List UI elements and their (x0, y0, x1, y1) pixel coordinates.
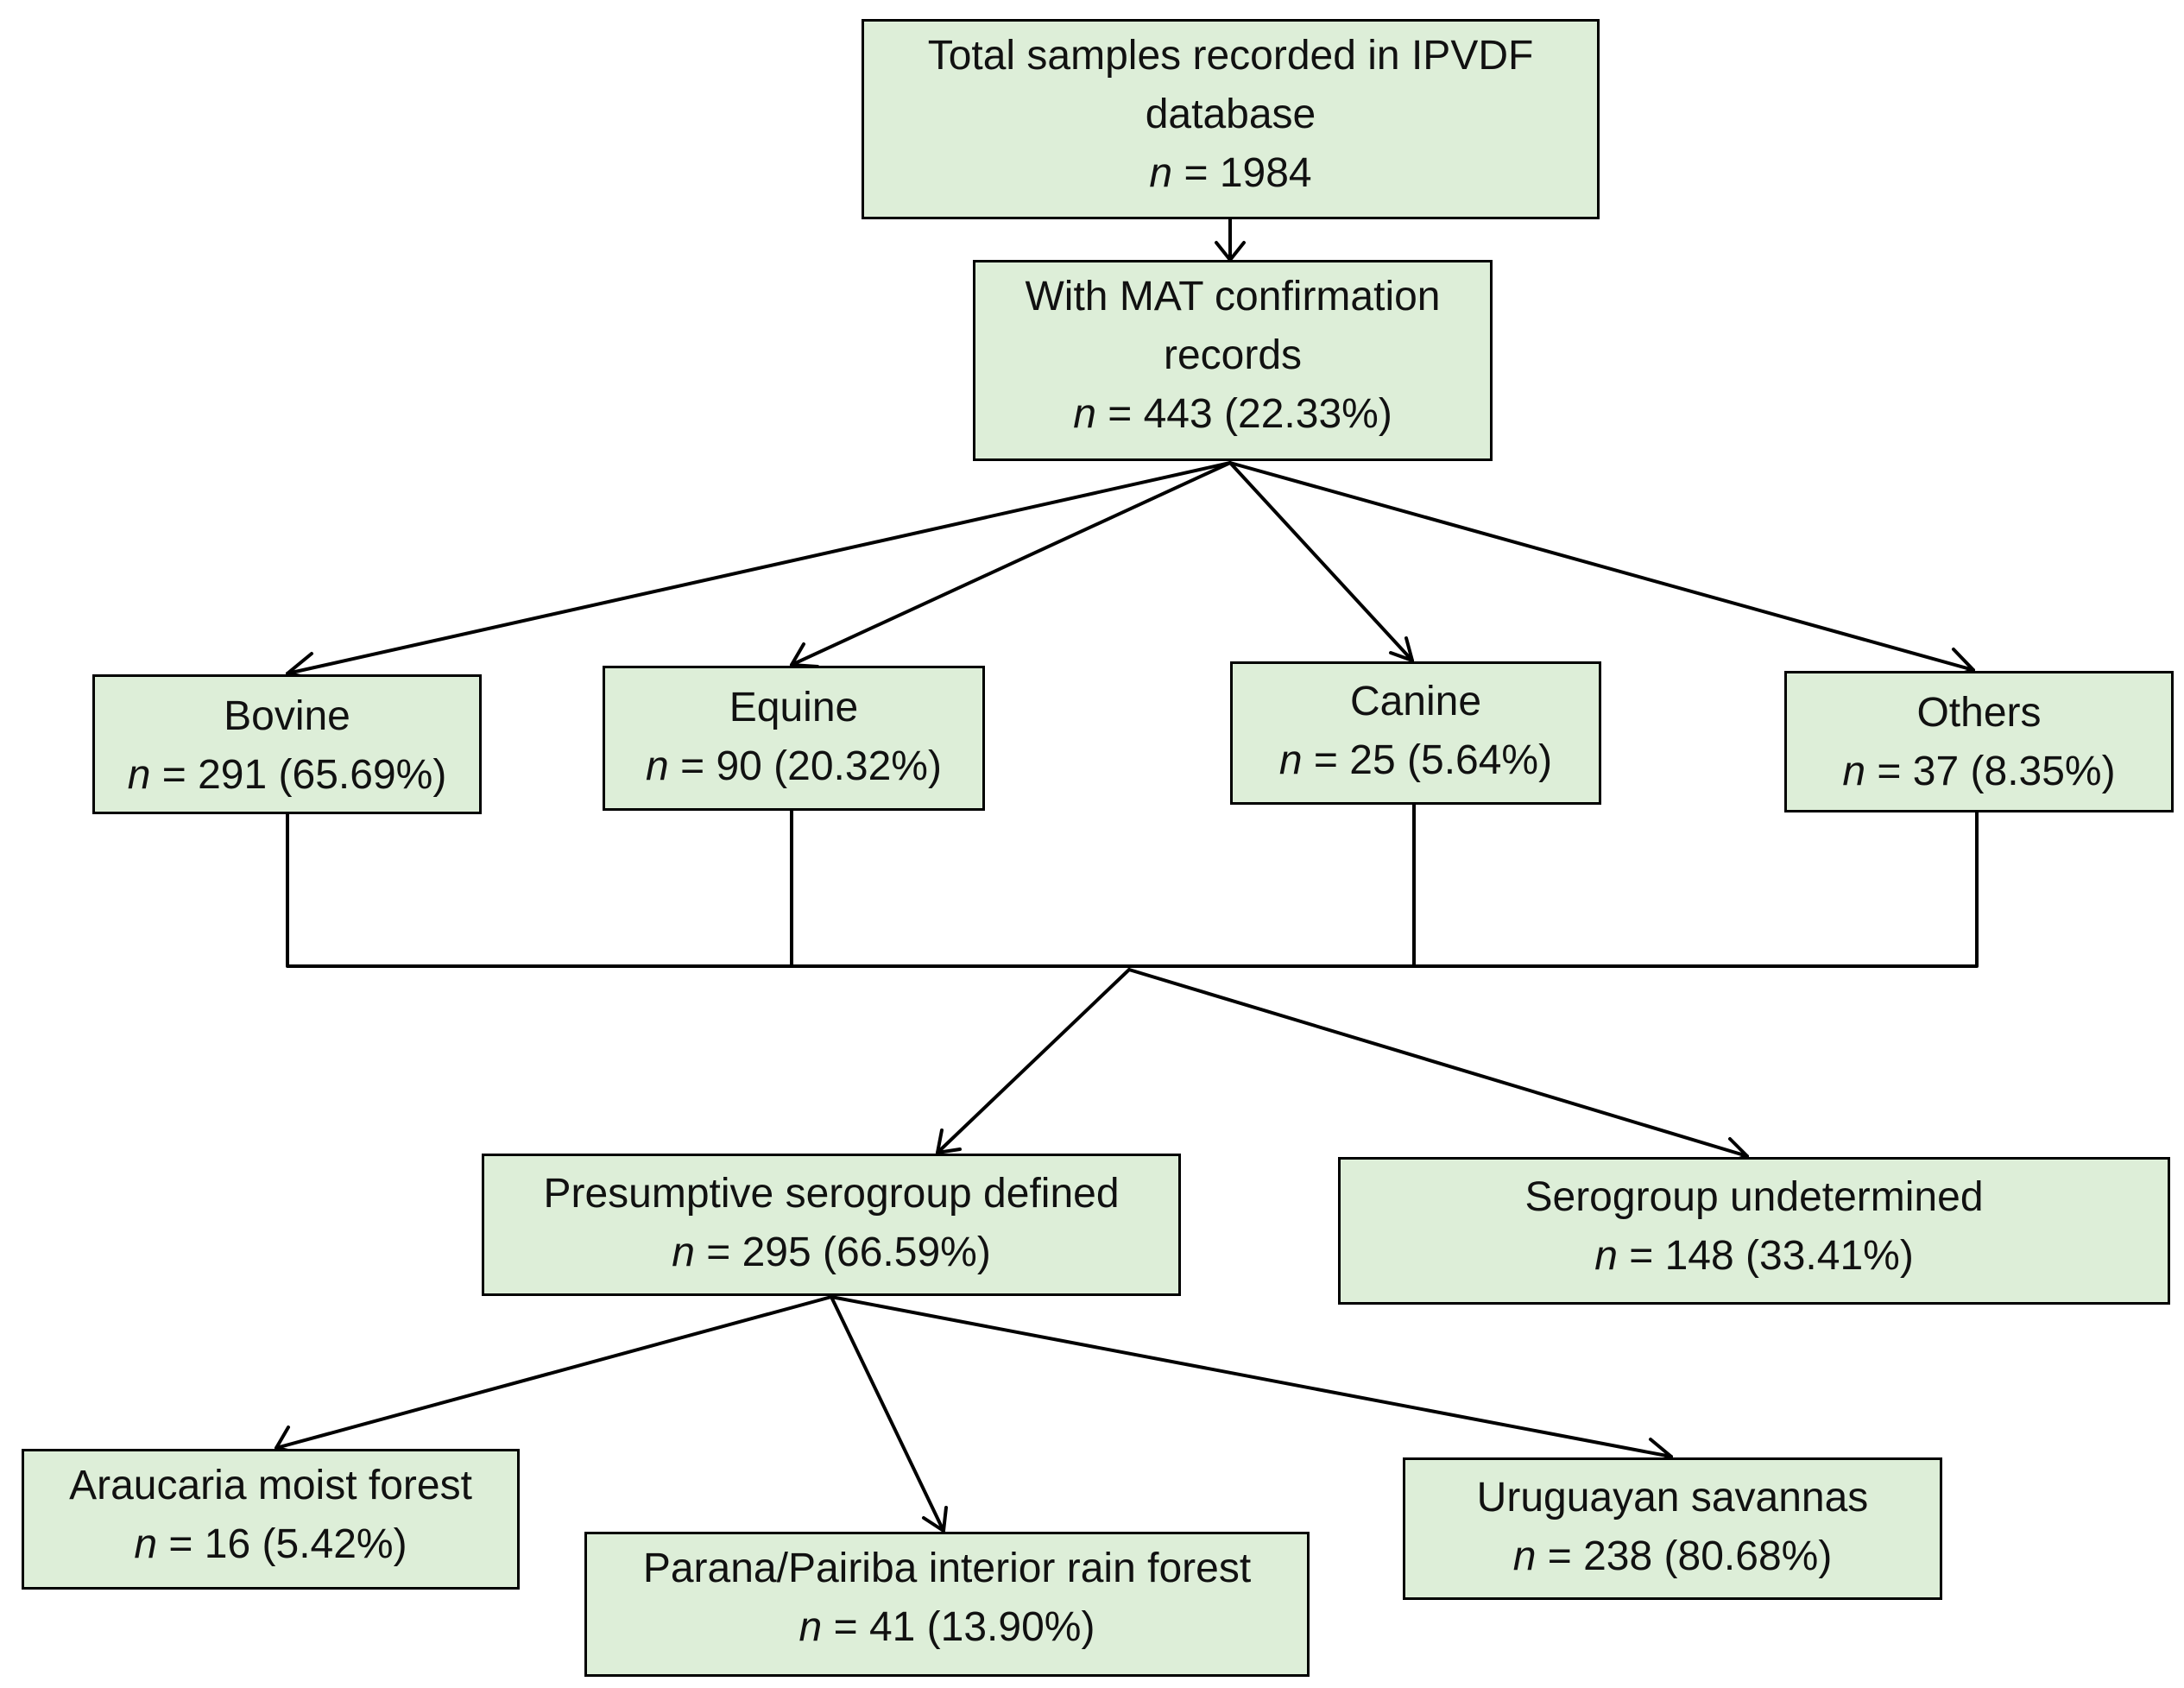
node-serogroup-undetermined: Serogroup undetermined n = 148 (33.41%) (1338, 1157, 2170, 1305)
node-count-value: = 1984 (1172, 150, 1312, 196)
node-label: Presumptive serogroup defined (543, 1171, 1120, 1217)
arrow-mat-to-bovine (286, 461, 1232, 675)
node-equine: Equine n = 90 (20.32%) (603, 666, 985, 811)
node-count-value: = 291 (65.69%) (150, 752, 447, 798)
node-label-line2: database (1145, 92, 1316, 137)
node-count: n = 90 (20.32%) (646, 737, 942, 796)
arrow-merge-to-undetermined (1127, 968, 1749, 1158)
node-count-value: = 90 (20.32%) (668, 743, 942, 789)
node-count: n = 1984 (1149, 144, 1311, 203)
node-count-value: = 295 (66.59%) (694, 1230, 991, 1275)
node-count-value: = 148 (33.41%) (1617, 1233, 1914, 1279)
node-label-line2: records (1163, 332, 1303, 378)
node-parana-rain-forest: Parana/Pairiba interior rain forest n = … (584, 1532, 1310, 1677)
arrowhead-parana (922, 1506, 948, 1533)
n-symbol: n (1278, 737, 1303, 783)
node-count-value: = 25 (5.64%) (1302, 737, 1553, 783)
arrow-merge-to-defined (936, 968, 1131, 1154)
node-label: Serogroup undetermined (1524, 1174, 1984, 1220)
node-count-value: = 37 (8.35%) (1865, 749, 2116, 794)
node-count: n = 16 (5.42%) (134, 1515, 407, 1574)
node-mat-confirmation: With MAT confirmation records n = 443 (2… (973, 260, 1493, 461)
node-araucaria-moist-forest: Araucaria moist forest n = 16 (5.42%) (22, 1449, 520, 1590)
node-label: Total samples recorded in IPVDF (927, 33, 1534, 79)
node-count-value: = 238 (80.68%) (1536, 1533, 1833, 1579)
node-count: n = 238 (80.68%) (1513, 1527, 1833, 1586)
n-symbol: n (1594, 1233, 1618, 1279)
node-label: Parana/Pairiba interior rain forest (642, 1546, 1252, 1591)
n-symbol: n (672, 1230, 695, 1275)
node-count-value: = 16 (5.42%) (157, 1521, 407, 1567)
n-symbol: n (1512, 1533, 1537, 1579)
node-label: Bovine (224, 693, 350, 739)
arrow-mat-to-canine (1228, 461, 1414, 662)
arrow-defined-to-parana (830, 1295, 945, 1533)
node-uruguayan-savannas: Uruguayan savannas n = 238 (80.68%) (1403, 1457, 1942, 1600)
n-symbol: n (1073, 391, 1096, 437)
node-count-value: = 41 (13.90%) (822, 1604, 1095, 1650)
node-count: n = 295 (66.59%) (672, 1223, 991, 1282)
node-label: Canine (1349, 679, 1482, 724)
n-symbol: n (798, 1604, 823, 1650)
n-symbol: n (1149, 150, 1173, 196)
node-label: Equine (729, 685, 859, 730)
n-symbol: n (127, 752, 151, 798)
node-bovine: Bovine n = 291 (65.69%) (92, 674, 482, 814)
node-count: n = 41 (13.90%) (799, 1598, 1095, 1657)
node-canine: Canine n = 25 (5.64%) (1230, 661, 1601, 805)
node-others: Others n = 37 (8.35%) (1784, 671, 2174, 812)
node-count: n = 291 (65.69%) (128, 746, 447, 805)
arrow-mat-to-others (1228, 461, 1975, 672)
node-count-value: = 443 (22.33%) (1095, 391, 1392, 437)
connector-lines (275, 218, 1979, 1533)
arrow-defined-to-uruguayan (830, 1295, 1673, 1458)
node-count: n = 443 (22.33%) (1073, 385, 1392, 444)
n-symbol: n (134, 1521, 158, 1567)
node-label: Uruguayan savannas (1476, 1475, 1869, 1520)
merge-line (286, 811, 1979, 968)
node-total-samples: Total samples recorded in IPVDF database… (862, 19, 1600, 219)
arrowhead-defined (936, 1128, 962, 1154)
node-count: n = 148 (33.41%) (1594, 1227, 1914, 1286)
arrow-defined-to-araucaria (275, 1295, 833, 1450)
node-count: n = 25 (5.64%) (1279, 731, 1552, 790)
n-symbol: n (646, 743, 669, 789)
arrowhead-canine (1389, 636, 1414, 662)
arrow-mat-to-equine (790, 461, 1232, 667)
node-label: Araucaria moist forest (69, 1463, 472, 1508)
n-symbol: n (1842, 749, 1866, 794)
node-label: With MAT confirmation (1025, 274, 1441, 319)
node-count: n = 37 (8.35%) (1842, 743, 2115, 801)
node-serogroup-defined: Presumptive serogroup defined n = 295 (6… (482, 1154, 1181, 1296)
node-label: Others (1916, 690, 2042, 736)
